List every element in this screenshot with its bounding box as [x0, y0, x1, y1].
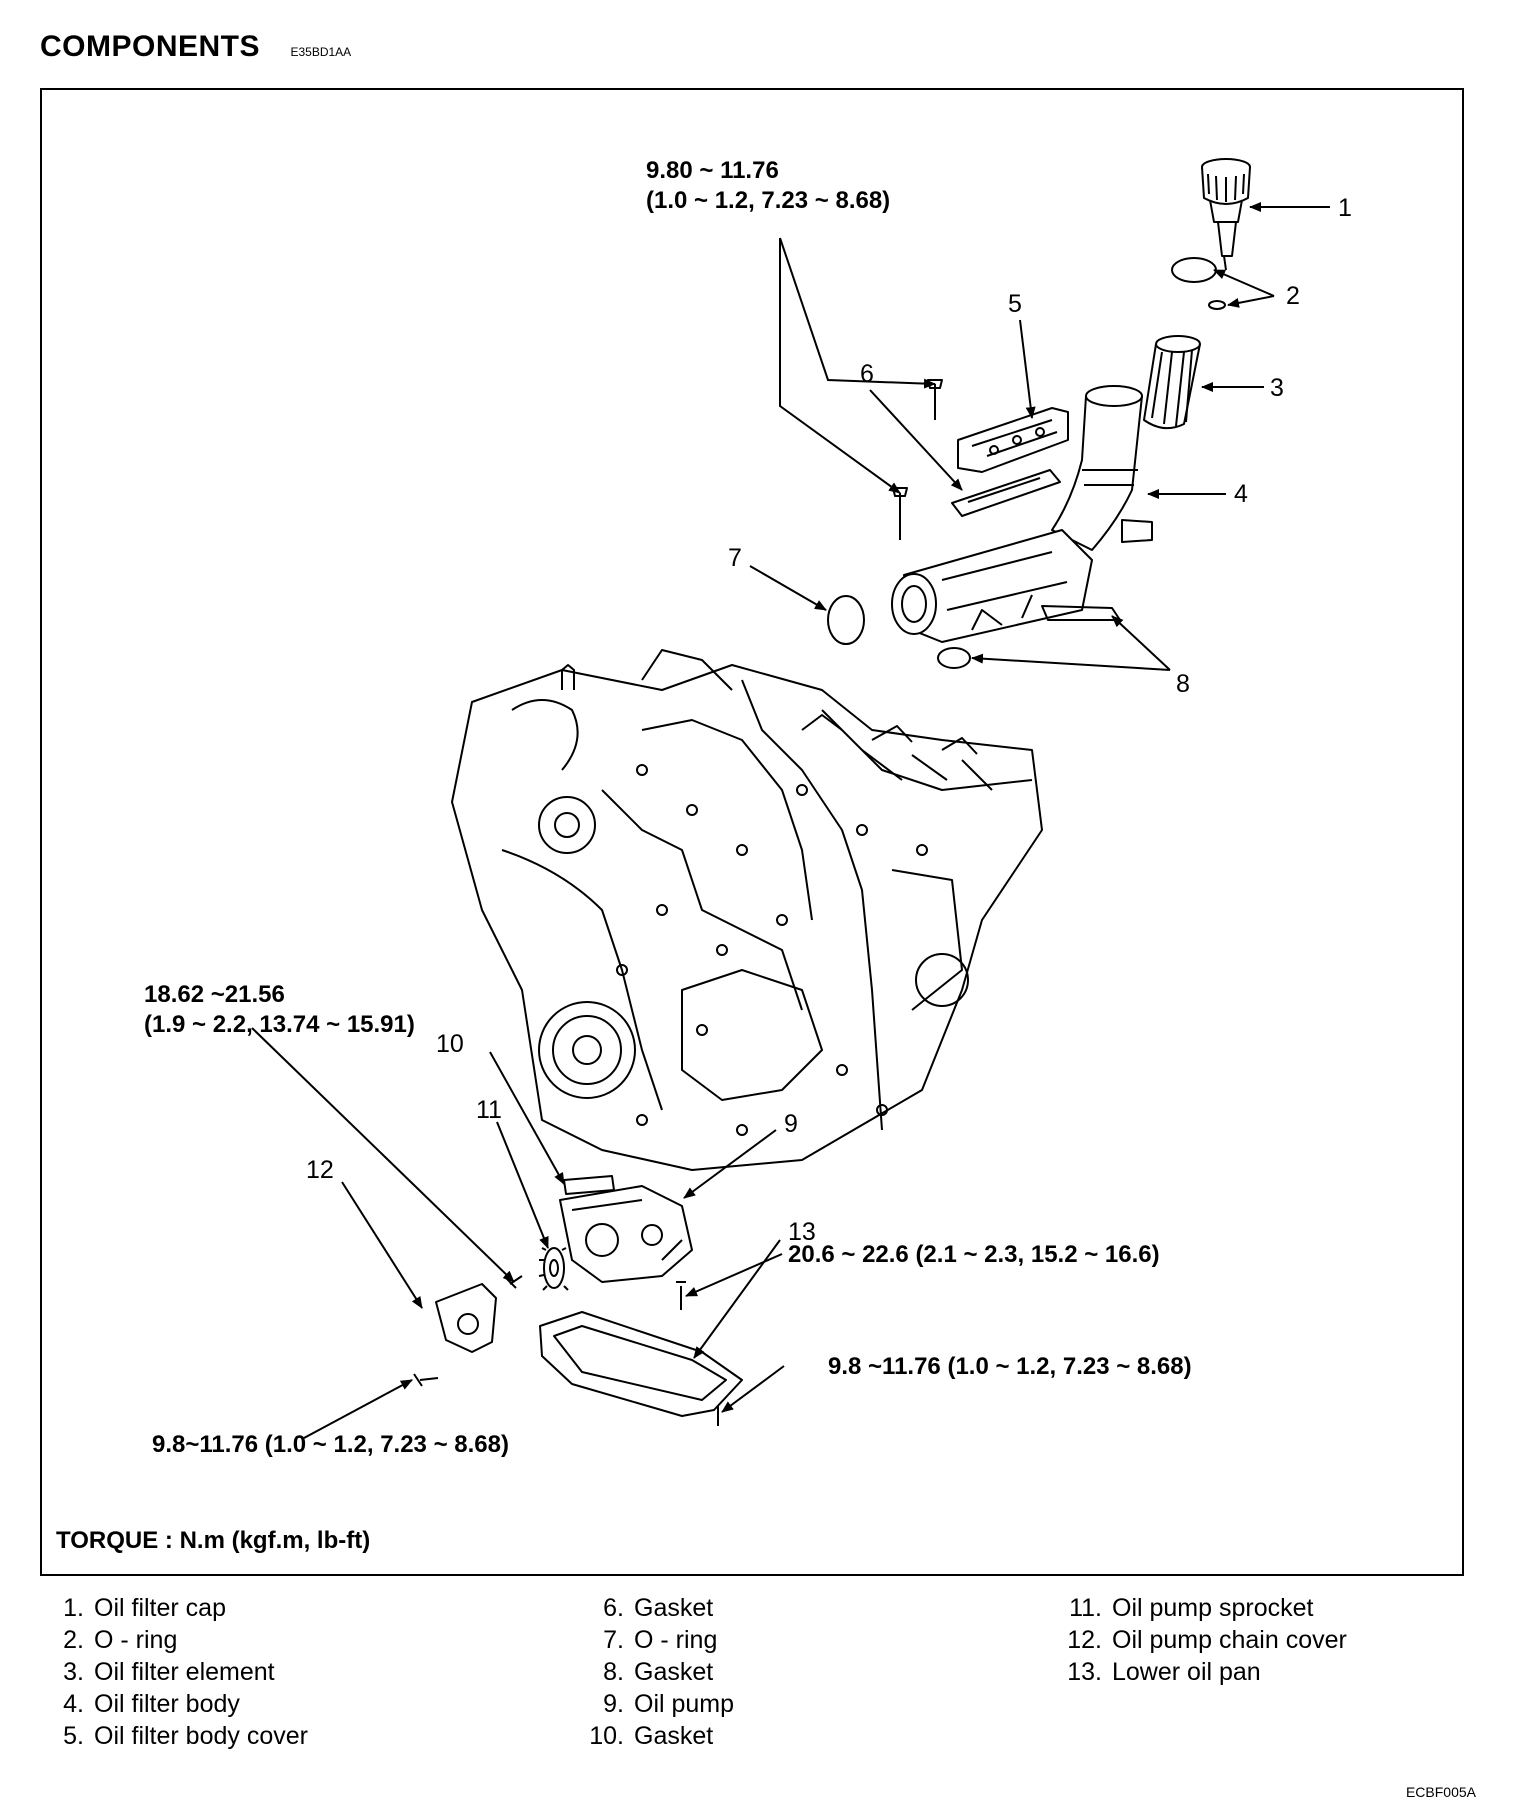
callout-7: 7 — [728, 544, 742, 572]
torque-spec-oil-pan: 9.8 ~11.76 (1.0 ~ 1.2, 7.23 ~ 8.68) — [828, 1353, 1192, 1380]
figure-code: ECBF005A — [1405, 1784, 1476, 1800]
oil-filter-body-cover-part — [957, 407, 1069, 473]
torque-leader-upper — [779, 237, 936, 389]
torque-leader-pump — [685, 1253, 783, 1297]
legend-item: 8.Gasket — [603, 1658, 714, 1686]
leader-line-2a — [1213, 269, 1275, 297]
legend-item: 1.Oil filter cap — [63, 1594, 226, 1622]
housing-gasket-b-part — [937, 647, 971, 669]
bolt-cover-upper-part — [927, 379, 943, 420]
callout-12: 12 — [306, 1156, 334, 1184]
torque-leader-lower — [779, 238, 901, 494]
legend-item: 6.Gasket — [603, 1594, 714, 1622]
torque-unit-note: TORQUE : N.m (kgf.m, lb-ft) — [56, 1527, 371, 1554]
leader-line-13 — [693, 1239, 781, 1359]
torque-leader-pan — [721, 1365, 785, 1413]
leader-line-11 — [496, 1121, 549, 1249]
leader-line-8b — [971, 653, 1171, 671]
exploded-view-drawing — [251, 158, 1330, 1439]
leader-line-6 — [869, 389, 963, 491]
oil-pump-sprocket-part — [538, 1247, 569, 1291]
legend-item: 4.Oil filter body — [63, 1690, 240, 1718]
callout-3: 3 — [1270, 374, 1284, 402]
legend-item: 10.Gasket — [589, 1722, 714, 1750]
leader-line-9 — [683, 1129, 777, 1199]
torque-leader-cover — [303, 1379, 413, 1439]
body-cover-gasket-part — [951, 469, 1061, 517]
leader-line-7 — [749, 565, 827, 611]
leader-line-10 — [489, 1051, 565, 1185]
leader-line-12 — [341, 1181, 423, 1309]
callout-4: 4 — [1234, 480, 1248, 508]
legend-item: 2.O - ring — [63, 1626, 178, 1654]
oil-filter-element-part — [1143, 335, 1201, 430]
callout-10: 10 — [436, 1030, 464, 1058]
engine-block-part — [451, 649, 1043, 1171]
torque-spec-chain-cover: 9.8~11.76 (1.0 ~ 1.2, 7.23 ~ 8.68) — [152, 1431, 509, 1458]
torque-spec-oil-pump: 20.6 ~ 22.6 (2.1 ~ 2.3, 15.2 ~ 16.6) — [788, 1241, 1160, 1268]
oil-pump-part — [559, 1185, 693, 1283]
leader-line-5 — [1019, 319, 1036, 419]
callout-13: 13 — [788, 1218, 816, 1246]
callout-9: 9 — [784, 1110, 798, 1138]
legend-item: 13.Lower oil pan — [1067, 1658, 1261, 1686]
diagram-frame: 1 2 3 4 5 6 7 8 9 10 11 12 13 9.80 ~ 11.… — [40, 88, 1464, 1576]
legend-item: 3.Oil filter element — [63, 1658, 275, 1686]
callout-8: 8 — [1176, 670, 1190, 698]
legend-item: 11.Oil pump sprocket — [1069, 1594, 1314, 1622]
leader-line-2b — [1227, 295, 1275, 308]
o-ring-small-part — [1208, 300, 1226, 310]
legend-item: 12.Oil pump chain cover — [1067, 1626, 1347, 1654]
callout-6: 6 — [860, 360, 874, 388]
legend-column-2: 6.Gasket 7.O - ring 8.Gasket 9.Oil pump … — [586, 1592, 734, 1752]
leader-line-8a — [1111, 615, 1171, 671]
section-code: E35BD1AA — [290, 44, 352, 59]
callout-5: 5 — [1008, 290, 1022, 318]
oil-filter-body-part — [1051, 385, 1153, 551]
legend-item: 5.Oil filter body cover — [63, 1722, 308, 1750]
legend-column-3: 11.Oil pump sprocket 12.Oil pump chain c… — [1064, 1592, 1347, 1688]
oil-filter-cap-part — [1201, 158, 1251, 271]
oil-pump-chain-cover-part — [435, 1283, 497, 1353]
oil-pump-bolt-part — [676, 1281, 686, 1310]
housing-o-ring-part — [827, 595, 865, 645]
callout-1: 1 — [1338, 194, 1352, 222]
page-title: COMPONENTS — [40, 30, 261, 63]
oil-cooler-housing-part — [891, 529, 1093, 643]
chain-cover-bolt-part — [413, 1373, 439, 1387]
callout-2: 2 — [1286, 282, 1300, 310]
legend-item: 9.Oil pump — [603, 1690, 735, 1718]
legend-item: 7.O - ring — [603, 1626, 718, 1654]
page-header: COMPONENTS E35BD1AA — [40, 30, 351, 64]
lower-oil-pan-part — [539, 1311, 743, 1417]
bolt-cover-lower-part — [892, 487, 908, 540]
torque-spec-sprocket-bolt: 18.62 ~21.56 (1.9 ~ 2.2, 13.74 ~ 15.91) — [144, 981, 415, 1038]
o-ring-large-part — [1171, 257, 1217, 283]
callout-11: 11 — [476, 1096, 502, 1124]
torque-spec-cover-bolts: 9.80 ~ 11.76 (1.0 ~ 1.2, 7.23 ~ 8.68) — [646, 157, 891, 214]
torque-leader-sprocket — [251, 1027, 515, 1283]
legend-column-1: 1.Oil filter cap 2.O - ring 3.Oil filter… — [46, 1592, 308, 1752]
